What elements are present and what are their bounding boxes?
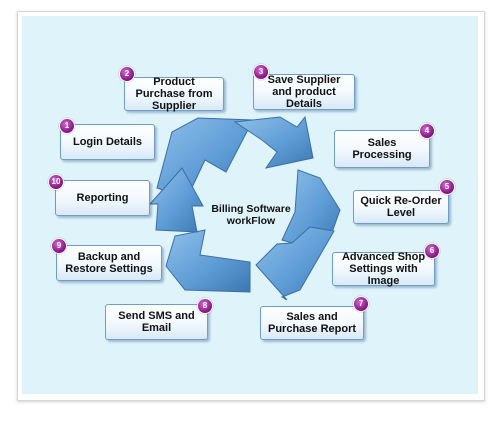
step-number-badge: 9 (51, 238, 67, 254)
step-label: Save Supplier and product Details (267, 74, 341, 110)
step-number-badge: 3 (253, 64, 269, 80)
step-label: Product Purchase from Supplier (135, 76, 213, 112)
step-quick-reorder: Quick Re-Order Level (353, 190, 449, 224)
step-number-badge: 7 (353, 296, 369, 312)
step-number-badge: 8 (197, 298, 213, 314)
step-label: Reporting (76, 192, 129, 204)
step-sales-purchase-report: Sales and Purchase Report (260, 306, 364, 340)
cycle-arrow-left (148, 167, 204, 233)
step-product-purchase: Product Purchase from Supplier (124, 76, 224, 112)
step-label: Sales and Purchase Report (267, 311, 357, 335)
step-login-details: Login Details (60, 124, 155, 160)
step-number-badge: 4 (419, 123, 435, 139)
step-label: Send SMS and Email (118, 310, 195, 334)
cycle-arrow-top (233, 115, 314, 169)
step-number-badge: 1 (59, 118, 75, 134)
step-advanced-shop-settings: Advanced Shop Settings with Image (332, 251, 435, 287)
cycle-arrow-bottom-left (165, 229, 251, 293)
step-number-badge: 2 (119, 66, 135, 82)
step-number-badge: 6 (424, 243, 440, 259)
step-label: Sales Processing (352, 137, 412, 161)
workflow-center-title: Billing Software workFlow (211, 203, 291, 227)
step-backup-restore: Backup and Restore Settings (56, 245, 162, 281)
cycle-arrow-bottom-right (255, 226, 335, 301)
step-save-supplier: Save Supplier and product Details (253, 74, 355, 110)
step-send-sms-email: Send SMS and Email (105, 304, 208, 340)
step-number-badge: 10 (48, 174, 64, 190)
step-number-badge: 5 (439, 179, 455, 195)
step-sales-processing: Sales Processing (334, 130, 430, 168)
step-label: Backup and Restore Settings (65, 251, 153, 275)
step-label: Advanced Shop Settings with Image (341, 251, 426, 287)
step-reporting: Reporting (55, 180, 150, 216)
step-label: Login Details (72, 136, 143, 148)
step-label: Quick Re-Order Level (360, 195, 442, 219)
